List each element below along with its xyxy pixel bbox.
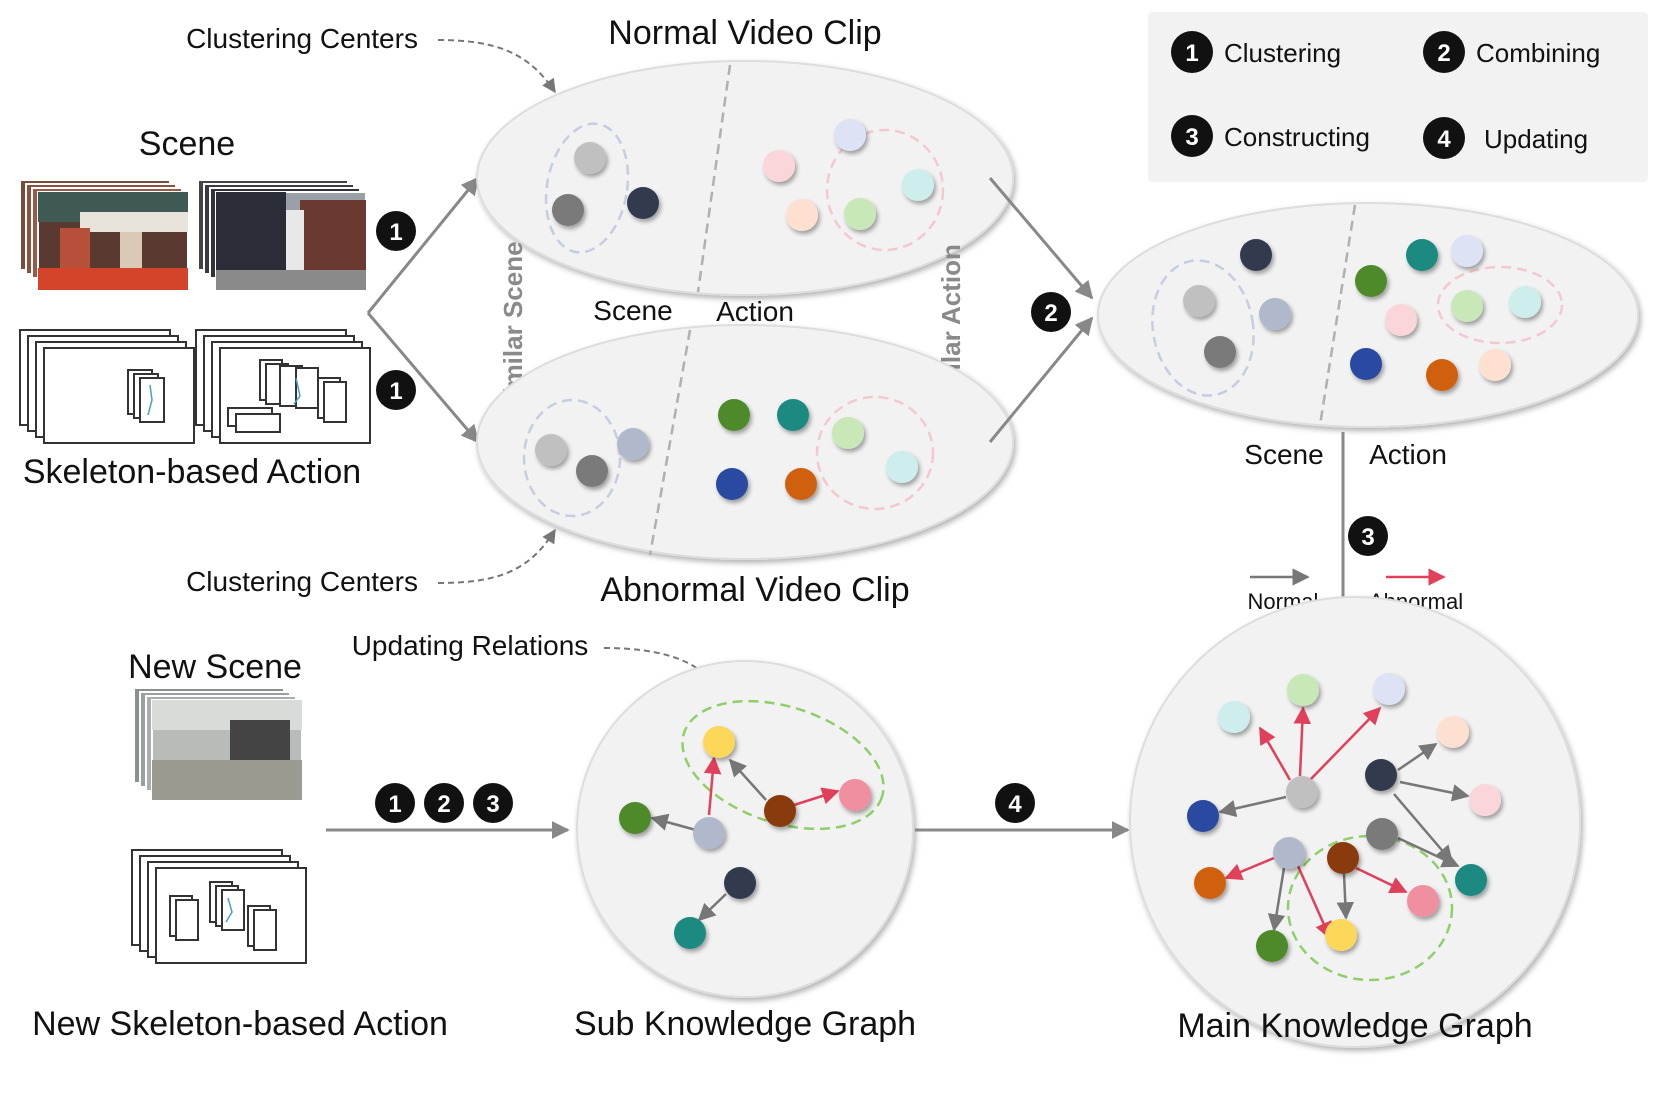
combine-arrows bbox=[988, 177, 1094, 443]
main-knowledge-graph bbox=[1129, 596, 1581, 1048]
legend-item-updating: 4 Updating bbox=[1423, 117, 1588, 159]
node-action-teal bbox=[777, 399, 809, 431]
normal-clip-ellipse bbox=[476, 60, 1014, 296]
legend-label-clustering: Clustering bbox=[1224, 38, 1341, 68]
node-action-mint bbox=[886, 451, 918, 483]
new-scene-image-stack bbox=[133, 687, 303, 801]
combined-ellipse bbox=[1097, 202, 1639, 428]
new-skeleton-action-label: New Skeleton-based Action bbox=[32, 1005, 448, 1043]
node-scene-light-gray bbox=[574, 142, 606, 174]
legend-badge-2: 2 bbox=[1437, 40, 1450, 67]
node-action-lightgreen bbox=[844, 198, 876, 230]
legend-label-updating: Updating bbox=[1484, 124, 1588, 154]
node-action-blue bbox=[716, 468, 748, 500]
node-scene-dark-gray bbox=[576, 455, 608, 487]
svg-text:1: 1 bbox=[389, 219, 402, 246]
skeleton-action-label: Skeleton-based Action bbox=[23, 453, 361, 491]
legend-box: 1 Clustering 2 Combining 3 Constructing … bbox=[1148, 12, 1648, 182]
legend-label-constructing: Constructing bbox=[1224, 122, 1370, 152]
node-scene-dark-gray bbox=[552, 194, 584, 226]
svg-text:3: 3 bbox=[1361, 524, 1374, 551]
legend-badge-3: 3 bbox=[1185, 124, 1198, 151]
clustering-centers-bottom-label: Clustering Centers bbox=[186, 566, 418, 597]
legend-label-combining: Combining bbox=[1476, 38, 1600, 68]
node-scene-blue-gray bbox=[617, 428, 649, 460]
step-badge-1-bottom: 1 bbox=[376, 370, 416, 410]
skeleton-stack-2 bbox=[195, 329, 371, 444]
node-scene-navy bbox=[627, 187, 659, 219]
combined-scene-label: Scene bbox=[1244, 439, 1323, 470]
svg-text:2: 2 bbox=[1044, 300, 1057, 327]
main-kg-title: Main Knowledge Graph bbox=[1177, 1007, 1532, 1045]
scene-image-stack-1 bbox=[19, 179, 189, 291]
abnormal-clip-title: Abnormal Video Clip bbox=[600, 571, 909, 609]
svg-text:1: 1 bbox=[388, 791, 401, 818]
updating-relations-label: Updating Relations bbox=[352, 630, 589, 661]
sub-knowledge-graph bbox=[576, 660, 914, 998]
legend-badge-1: 1 bbox=[1185, 40, 1198, 67]
node-action-lightgreen bbox=[832, 417, 864, 449]
svg-text:1: 1 bbox=[389, 378, 402, 405]
node-action-peach bbox=[786, 199, 818, 231]
legend-badge-4: 4 bbox=[1437, 126, 1451, 153]
legend-item-combining: 2 Combining bbox=[1423, 31, 1600, 73]
clustering-centers-top-label: Clustering Centers bbox=[186, 23, 418, 54]
sub-kg-title: Sub Knowledge Graph bbox=[574, 1005, 916, 1043]
new-skeleton-stack bbox=[131, 849, 307, 964]
node-action-mint bbox=[902, 169, 934, 201]
node-action-green bbox=[718, 399, 750, 431]
node-scene-light-gray bbox=[535, 434, 567, 466]
scene-image-stack-2 bbox=[197, 179, 367, 291]
legend-item-constructing: 3 Constructing bbox=[1171, 115, 1370, 157]
skeleton-stack-1 bbox=[19, 329, 195, 444]
step-badge-3: 3 bbox=[1348, 516, 1388, 556]
scene-label: Scene bbox=[139, 125, 235, 163]
node-action-lavender bbox=[834, 119, 866, 151]
clustering-centers-top-pointer bbox=[437, 39, 556, 94]
input-arrows bbox=[366, 176, 480, 444]
step-badge-1-top: 1 bbox=[376, 211, 416, 251]
svg-text:3: 3 bbox=[486, 791, 499, 818]
step-badge-2: 2 bbox=[1031, 292, 1071, 332]
step-badges-123: 1 2 3 bbox=[375, 783, 513, 823]
mid-action-label: Action bbox=[716, 296, 794, 327]
node-action-orange bbox=[785, 468, 817, 500]
clustering-centers-bottom-pointer bbox=[437, 528, 556, 584]
node-action-pink bbox=[763, 150, 795, 182]
legend-item-clustering: 1 Clustering bbox=[1171, 31, 1341, 73]
step-badge-4: 4 bbox=[995, 783, 1035, 823]
mid-scene-label: Scene bbox=[593, 295, 672, 326]
svg-text:2: 2 bbox=[437, 791, 450, 818]
normal-clip-title: Normal Video Clip bbox=[608, 14, 881, 52]
svg-text:4: 4 bbox=[1008, 791, 1022, 818]
combined-action-label: Action bbox=[1369, 439, 1447, 470]
new-scene-label: New Scene bbox=[128, 648, 302, 686]
abnormal-clip-ellipse bbox=[476, 324, 1014, 560]
